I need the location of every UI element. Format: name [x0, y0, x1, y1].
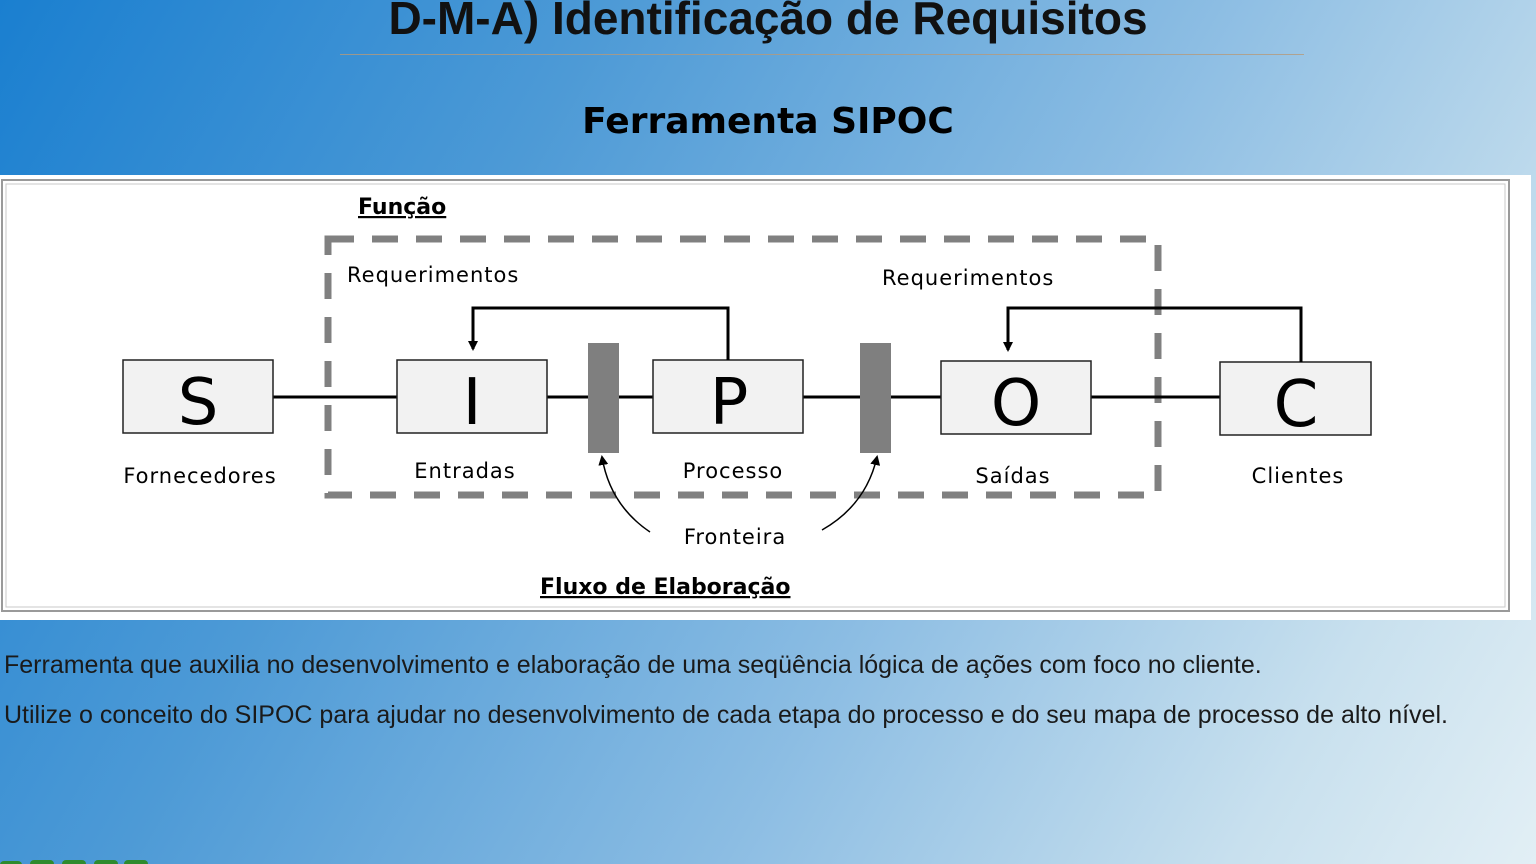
box-s-letter: S: [178, 366, 219, 440]
boundary-pointer-right: [821, 455, 881, 531]
boundary-label: Fronteira: [684, 525, 786, 549]
caption-saidas: Saídas: [975, 464, 1050, 488]
box-s: S: [122, 359, 274, 440]
sipoc-diagram-canvas: Função Fluxo de Elaboração S I P O C F: [1, 179, 1510, 612]
sipoc-diagram: Função Fluxo de Elaboração S I P O C F: [0, 175, 1531, 620]
caption-clientes: Clientes: [1252, 464, 1345, 488]
box-c: C: [1219, 361, 1372, 442]
boundary-bar-right: [860, 343, 891, 453]
box-p: P: [652, 359, 804, 440]
diagram-inner-frame: [5, 183, 1506, 608]
logo-graphic: [0, 860, 148, 864]
box-i-letter: I: [463, 366, 482, 440]
requirements-arrow-right: [1003, 306, 1303, 362]
body-paragraph-1: Ferramenta que auxilia no desenvolviment…: [4, 651, 1262, 679]
caption-processo: Processo: [683, 459, 784, 483]
slide-subtitle: Ferramenta SIPOC: [582, 101, 954, 142]
box-p-letter: P: [710, 366, 749, 440]
requirements-label-left: Requerimentos: [347, 263, 519, 287]
slide-title: D-M-A) Identificação de Requisitos: [388, 0, 1148, 44]
logo: [0, 852, 150, 864]
requirements-arrow-left: [468, 306, 730, 360]
function-boundary: [324, 235, 1162, 499]
flow-label: Fluxo de Elaboração: [540, 575, 791, 600]
body-paragraph-2: Utilize o conceito do SIPOC para ajudar …: [4, 701, 1448, 729]
function-label: Função: [358, 195, 446, 220]
requirements-label-right: Requerimentos: [882, 266, 1054, 290]
box-i: I: [396, 359, 548, 440]
caption-fornecedores: Fornecedores: [123, 464, 276, 488]
title-divider: [340, 54, 1304, 55]
box-o: O: [940, 360, 1092, 441]
caption-entradas: Entradas: [414, 459, 515, 483]
boundary-pointer-left: [598, 455, 651, 533]
boundary-bar-left: [588, 343, 619, 453]
box-c-letter: C: [1274, 368, 1319, 442]
box-o-letter: O: [991, 367, 1041, 441]
